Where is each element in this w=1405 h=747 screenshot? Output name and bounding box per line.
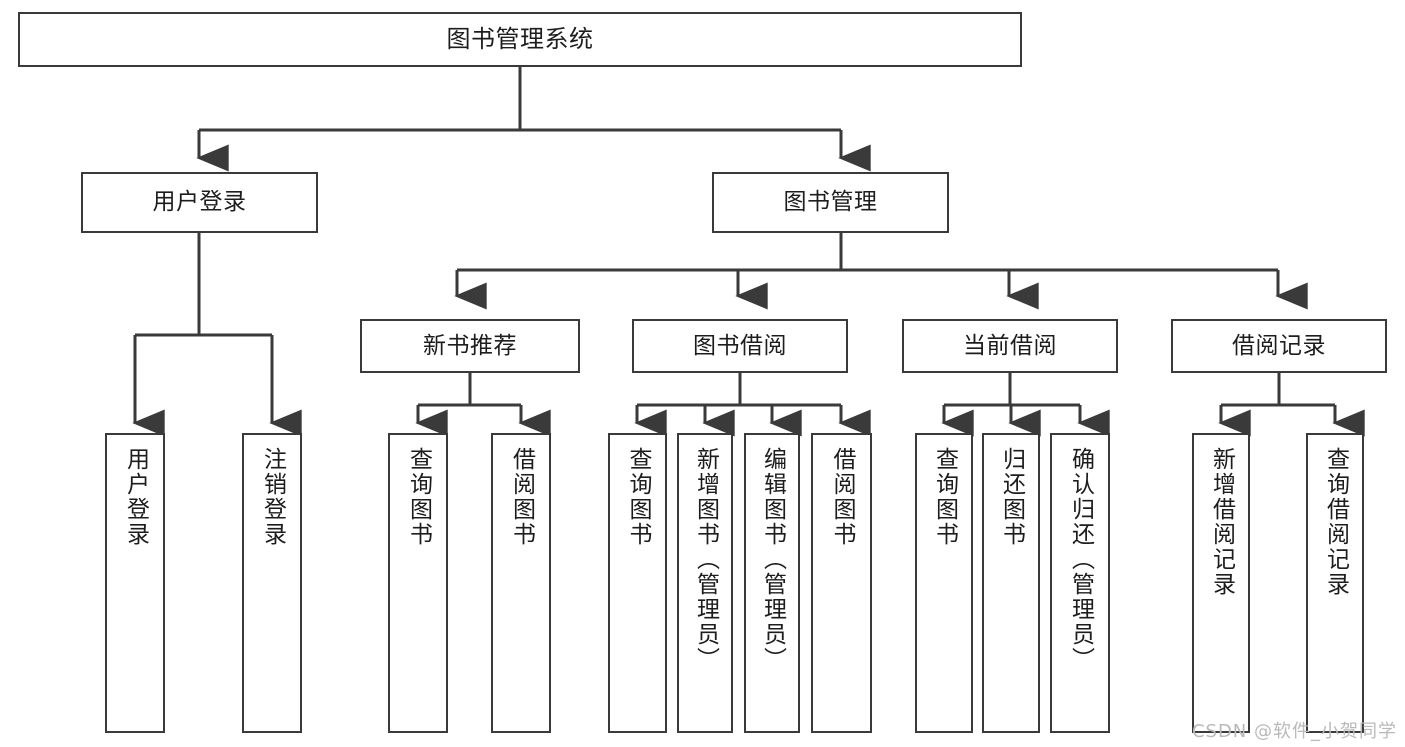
node-leaf-borrow-book-2[interactable]: 借阅图书 xyxy=(811,433,872,733)
node-leaf-query-book-3-label: 查询图书 xyxy=(931,447,958,547)
node-book-manage[interactable]: 图书管理 xyxy=(712,172,949,233)
node-leaf-user-login-label: 用户登录 xyxy=(122,447,149,547)
node-current-borrow[interactable]: 当前借阅 xyxy=(902,319,1118,373)
node-root[interactable]: 图书管理系统 xyxy=(18,12,1022,67)
node-leaf-query-book-1[interactable]: 查询图书 xyxy=(388,433,448,733)
node-new-book-rec-label: 新书推荐 xyxy=(423,332,517,359)
node-leaf-logout-label: 注销登录 xyxy=(259,447,286,547)
node-book-borrow[interactable]: 图书借阅 xyxy=(632,319,848,373)
node-book-manage-label: 图书管理 xyxy=(783,189,878,216)
node-leaf-query-book-3[interactable]: 查询图书 xyxy=(915,433,973,733)
node-leaf-borrow-book-1-label: 借阅图书 xyxy=(508,447,535,547)
node-leaf-query-record-label: 查询借阅记录 xyxy=(1322,447,1349,597)
node-leaf-return-book-label: 归还图书 xyxy=(998,447,1025,547)
node-current-borrow-label: 当前借阅 xyxy=(963,332,1057,359)
node-leaf-edit-book-label: 编辑图书（管理员） xyxy=(759,447,786,672)
watermark: CSDN @软件_小贺同学 xyxy=(1191,721,1397,742)
node-leaf-add-record-label: 新增借阅记录 xyxy=(1208,447,1235,597)
node-user-login-label: 用户登录 xyxy=(152,189,247,216)
node-leaf-add-book[interactable]: 新增图书（管理员） xyxy=(677,433,733,733)
node-new-book-rec[interactable]: 新书推荐 xyxy=(360,319,580,373)
node-leaf-logout[interactable]: 注销登录 xyxy=(242,433,302,733)
node-leaf-edit-book[interactable]: 编辑图书（管理员） xyxy=(744,433,800,733)
node-leaf-confirm-return-label: 确认归还（管理员） xyxy=(1067,447,1094,672)
node-leaf-user-login[interactable]: 用户登录 xyxy=(105,433,165,733)
node-borrow-record-label: 借阅记录 xyxy=(1232,332,1326,359)
node-leaf-query-book-2[interactable]: 查询图书 xyxy=(608,433,667,733)
node-book-borrow-label: 图书借阅 xyxy=(693,332,787,359)
node-leaf-borrow-book-2-label: 借阅图书 xyxy=(829,447,855,547)
node-leaf-query-book-1-label: 查询图书 xyxy=(405,447,432,547)
node-leaf-add-record[interactable]: 新增借阅记录 xyxy=(1192,433,1250,733)
node-leaf-add-book-label: 新增图书（管理员） xyxy=(692,447,719,672)
node-leaf-query-book-2-label: 查询图书 xyxy=(625,447,651,547)
node-leaf-return-book[interactable]: 归还图书 xyxy=(982,433,1040,733)
node-leaf-borrow-book-1[interactable]: 借阅图书 xyxy=(491,433,551,733)
node-leaf-query-record[interactable]: 查询借阅记录 xyxy=(1306,433,1364,733)
node-user-login[interactable]: 用户登录 xyxy=(81,172,318,233)
node-root-label: 图书管理系统 xyxy=(446,24,594,53)
node-borrow-record[interactable]: 借阅记录 xyxy=(1171,319,1387,373)
node-leaf-confirm-return[interactable]: 确认归还（管理员） xyxy=(1050,433,1110,733)
